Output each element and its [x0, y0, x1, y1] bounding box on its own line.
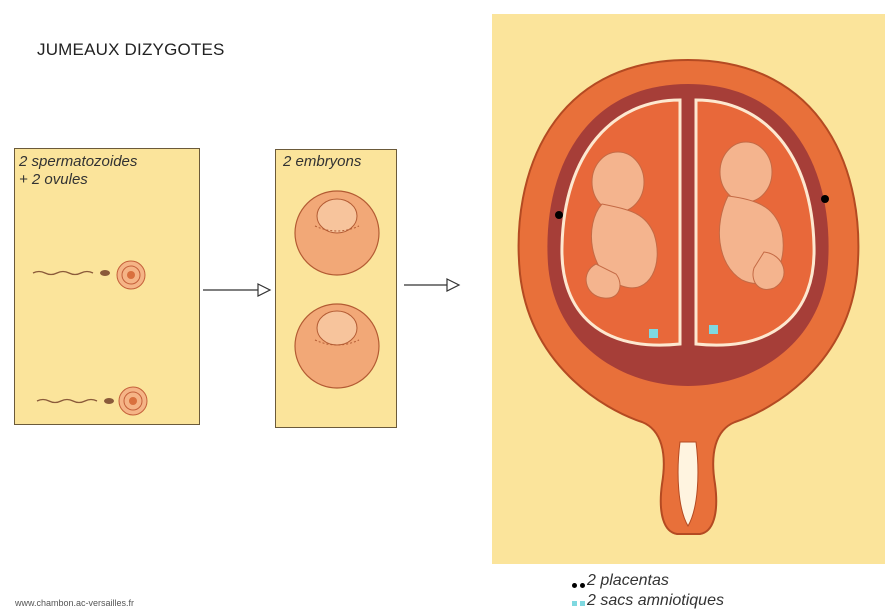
uterus-panel: [492, 14, 885, 564]
legend-amniotic-sacs: 2 sacs amniotiques: [587, 592, 724, 610]
amniotic-legend-square-2: [580, 601, 585, 606]
amniotic-marker-left: [649, 329, 658, 338]
sperm-2-head: [104, 398, 114, 404]
source-footer: www.chambon.ac-versailles.fr: [15, 598, 134, 608]
placenta-legend-dot-2: [580, 583, 585, 588]
sperm-1-head: [100, 270, 110, 276]
diagram-title: JUMEAUX DIZYGOTES: [37, 40, 225, 60]
placenta-marker-right: [821, 195, 829, 203]
embryo-1: [295, 191, 379, 275]
embryo-2: [295, 304, 379, 388]
legend-placentas: 2 placentas: [587, 572, 669, 590]
uterus-illustration: [492, 14, 885, 564]
panel-gametes: 2 spermatozoides + 2 ovules: [14, 148, 200, 425]
amniotic-legend-square-1: [572, 601, 577, 606]
embryos-illustration: [276, 150, 398, 429]
amniotic-marker-right: [709, 325, 718, 334]
sperm-2-tail: [37, 400, 97, 403]
gametes-illustration: [15, 149, 201, 426]
sperm-1-tail: [33, 272, 93, 275]
arrow-2: [404, 279, 459, 291]
placenta-legend-dot-1: [572, 583, 577, 588]
arrow-1: [203, 284, 270, 296]
placenta-marker-left: [555, 211, 563, 219]
panel-embryos: 2 embryons: [275, 149, 397, 428]
